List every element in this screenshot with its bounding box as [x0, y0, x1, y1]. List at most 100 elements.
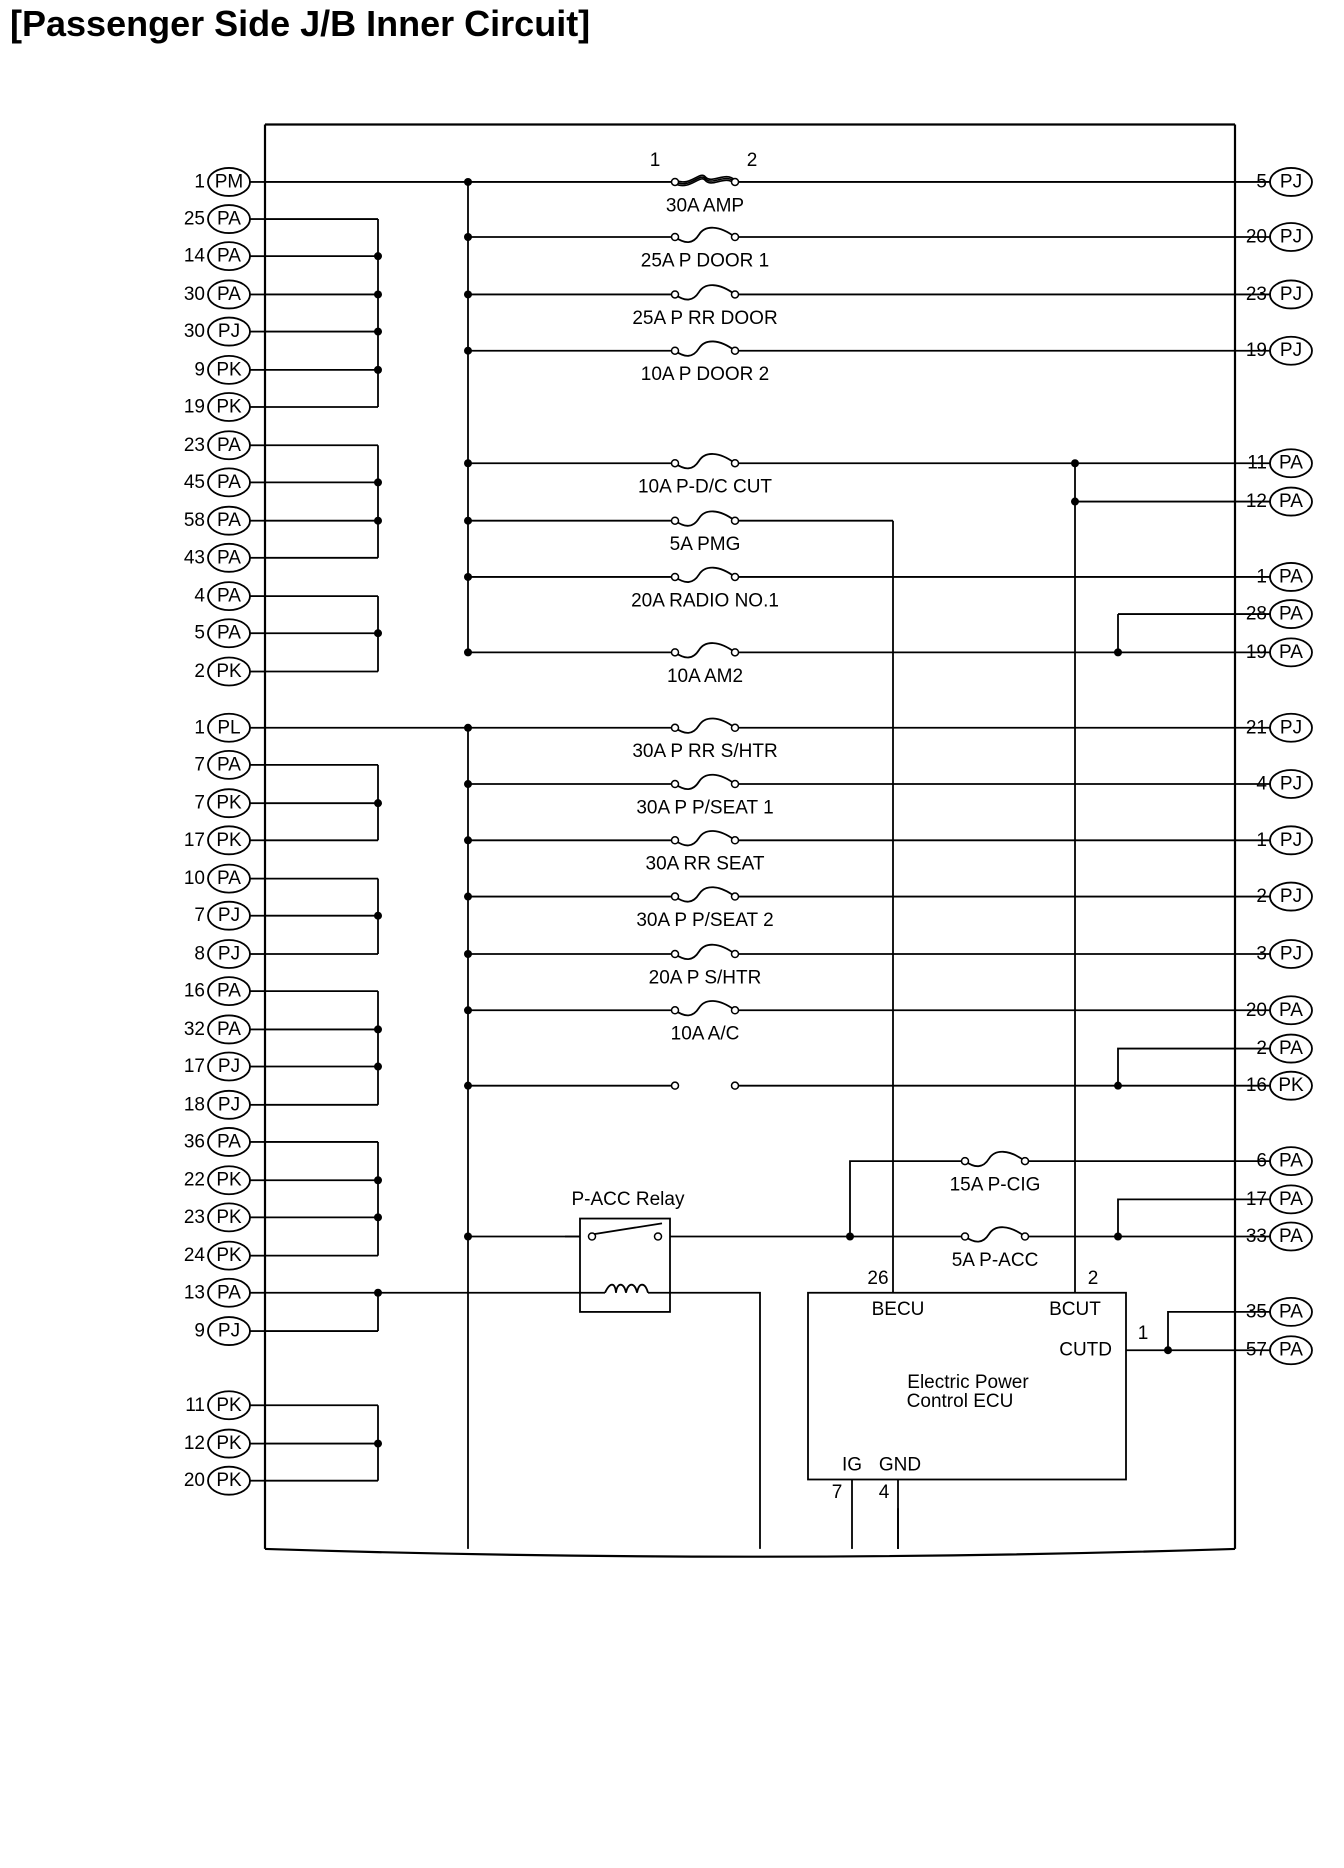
connector-code: PA — [217, 510, 241, 531]
connector-code: PJ — [218, 1094, 240, 1115]
pin-number: 25 — [184, 209, 205, 230]
pin-number: 12 — [184, 1433, 205, 1454]
junction-dot — [1071, 497, 1079, 506]
fuse-label: 30A RR SEAT — [646, 854, 765, 875]
connector-badge — [1269, 995, 1313, 1026]
pin-number: 32 — [184, 1019, 205, 1040]
pin-number: 19 — [1246, 340, 1267, 361]
connector-badge — [1269, 599, 1313, 629]
connector-badge — [207, 392, 251, 422]
junctions — [374, 177, 1172, 1448]
fuse: 25A P RR DOOR — [632, 284, 778, 329]
pin-number: 57 — [1246, 1340, 1267, 1361]
pin-number: 7 — [194, 793, 205, 814]
connector-code: PA — [217, 754, 241, 775]
fuse-label: 25A P DOOR 1 — [641, 250, 770, 271]
connector-code: PK — [216, 1395, 242, 1416]
connector-badge — [207, 467, 251, 498]
connector-code: PA — [217, 209, 241, 230]
junction-dot — [464, 648, 472, 657]
connector-code: PJ — [218, 944, 240, 965]
junction-dot — [374, 1025, 382, 1034]
pin-number: 16 — [1246, 1075, 1267, 1096]
ecu-pin-number: 7 — [832, 1482, 843, 1503]
pin-number: 17 — [184, 1056, 205, 1077]
connector-badge — [1269, 1070, 1313, 1101]
junction-dot — [374, 1213, 382, 1222]
junction-dot — [1114, 1232, 1122, 1241]
pin-number: 23 — [184, 1207, 205, 1228]
ecu-pin-number: 2 — [1088, 1268, 1099, 1289]
pin-number: 22 — [184, 1170, 205, 1191]
connector-badge — [207, 167, 251, 197]
pin-number: 11 — [1247, 453, 1267, 474]
pin-number: 23 — [184, 435, 205, 456]
fuse: 10A P-D/C CUT — [638, 453, 772, 498]
connector-code: PJ — [218, 1321, 240, 1342]
connector-badge — [207, 1089, 251, 1120]
ecu-pin-gnd: GND — [879, 1455, 921, 1476]
connector-code: PJ — [1280, 944, 1302, 965]
connector-badge — [207, 1316, 251, 1346]
junction-dot — [464, 780, 472, 789]
wiring — [250, 123, 1270, 1558]
connector-badge — [207, 618, 251, 649]
connector-code: PK — [216, 1433, 242, 1454]
ecu-pin-bcut: BCUT — [1049, 1299, 1101, 1320]
connector-badge — [1269, 562, 1313, 592]
fuse: 5A PMG — [670, 510, 741, 555]
pin-number: 13 — [184, 1282, 205, 1303]
junction-dot — [464, 290, 472, 299]
connector-badge — [207, 1202, 251, 1233]
connector-badge — [1269, 939, 1313, 969]
junction-dot — [464, 1006, 472, 1015]
junction-dot — [374, 799, 382, 808]
pin-number: 5 — [194, 623, 205, 644]
fuse-label: 10A P DOOR 2 — [641, 364, 770, 385]
connector-badge — [207, 354, 251, 385]
junction-dot — [846, 1232, 854, 1241]
connector-code: PA — [1279, 1340, 1303, 1361]
pin-number: 18 — [184, 1094, 205, 1115]
connector-code: PJ — [218, 321, 240, 342]
fuse: 30A RR SEAT — [646, 830, 765, 875]
connector-code: PA — [1279, 1000, 1303, 1021]
connector-code: PA — [1279, 604, 1303, 625]
connector-code: PA — [1279, 1301, 1303, 1322]
pin-number: 58 — [184, 510, 205, 531]
junction-dot — [464, 950, 472, 959]
connector-code: PA — [1279, 1189, 1303, 1210]
pin-number: 23 — [1246, 284, 1267, 305]
connector-code: PA — [217, 623, 241, 644]
connector-code: PA — [217, 246, 241, 267]
junction-dot — [464, 177, 472, 186]
fuse-label: 5A PMG — [670, 534, 741, 555]
connector-code: PK — [1278, 1075, 1304, 1096]
ecu-name: Control ECU — [907, 1391, 1014, 1412]
connector-badge — [1269, 1146, 1313, 1176]
pin-number: 1 — [1256, 566, 1267, 587]
connector-code: PJ — [1280, 830, 1302, 851]
connector-code: PA — [1279, 491, 1303, 512]
connector-code: PA — [217, 981, 241, 1002]
relay-coil — [604, 1283, 649, 1294]
fuse: 30A P RR S/HTR — [632, 717, 778, 762]
connector-badge — [207, 749, 251, 780]
junction-dot — [374, 629, 382, 638]
fuse-pin: 2 — [747, 150, 758, 171]
connector-code: PK — [216, 1245, 242, 1266]
connector-badge — [1269, 222, 1313, 252]
fuse-pin: 1 — [650, 150, 661, 171]
connector-code: PK — [216, 661, 242, 682]
ecu-pin-ig: IG — [842, 1455, 862, 1476]
pin-number: 17 — [184, 830, 205, 851]
connector-code: PA — [1279, 642, 1303, 663]
fuse: 5A P-ACC — [952, 1226, 1038, 1271]
pin-number: 5 — [1256, 171, 1267, 192]
connector-badge — [207, 241, 251, 272]
pin-number: 8 — [194, 944, 205, 965]
pin-number: 30 — [184, 321, 205, 342]
connector-code: PA — [217, 547, 241, 568]
pin-number: 7 — [194, 905, 205, 926]
